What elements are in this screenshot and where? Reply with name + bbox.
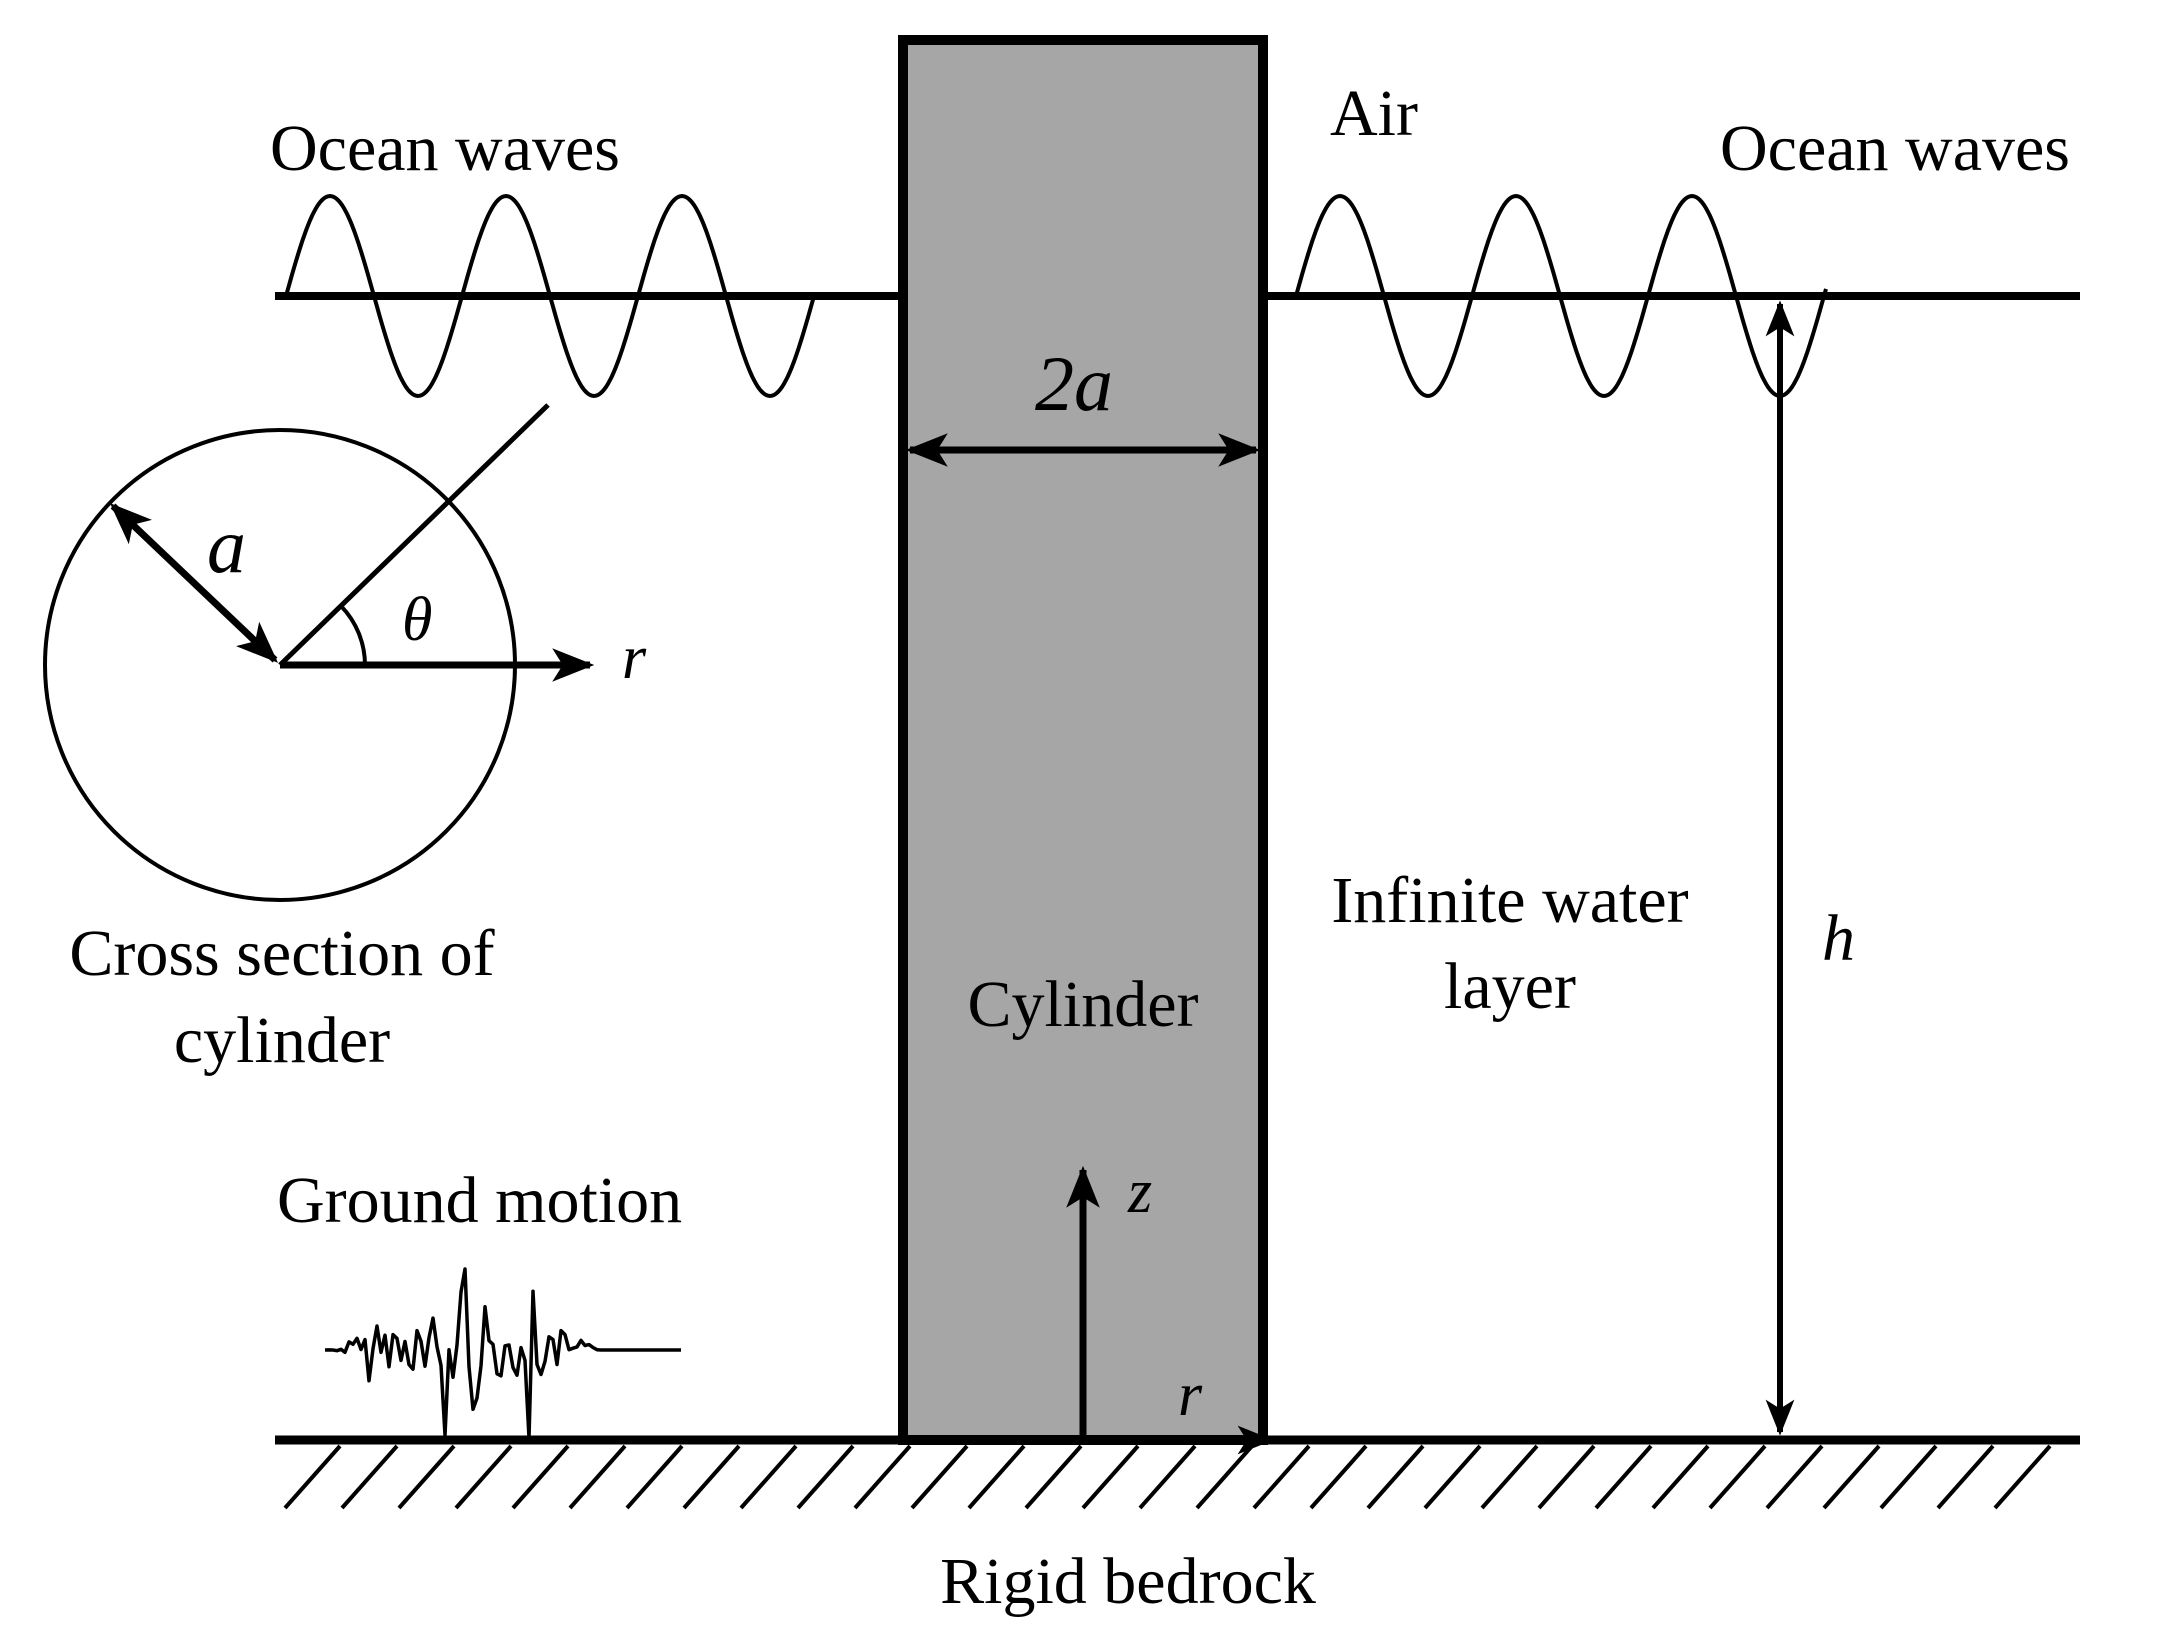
cross-section-label-line2: cylinder bbox=[174, 1004, 390, 1077]
air-label: Air bbox=[1330, 77, 1418, 150]
cross-section-label-line1: Cross section of bbox=[69, 917, 494, 990]
hatch-line bbox=[1765, 1444, 1824, 1510]
water-layer-label-line1: Infinite water bbox=[1331, 864, 1688, 937]
hatch-line bbox=[682, 1444, 741, 1510]
height-label: h bbox=[1822, 902, 1855, 975]
radius-arrow bbox=[109, 503, 279, 663]
hatch-line bbox=[454, 1444, 513, 1510]
ocean-waves-left-label: Ocean waves bbox=[270, 112, 620, 185]
ocean-waves-right-label: Ocean waves bbox=[1720, 112, 2070, 185]
hatch-line bbox=[1024, 1444, 1083, 1510]
hatch-line bbox=[1309, 1444, 1368, 1510]
ground-motion-signal bbox=[324, 1267, 681, 1440]
water-layer-label-line2: layer bbox=[1444, 950, 1576, 1023]
ocean-wave-right bbox=[1294, 193, 1828, 399]
bedrock-label: Rigid bedrock bbox=[940, 1545, 1316, 1618]
hatch-line bbox=[739, 1444, 798, 1510]
hatch-line bbox=[1537, 1444, 1596, 1510]
r-base-label: r bbox=[1178, 1361, 1203, 1429]
hatch-line bbox=[1138, 1444, 1197, 1510]
hatch-line bbox=[625, 1444, 684, 1510]
hatch-line bbox=[1423, 1444, 1482, 1510]
hatch-line bbox=[796, 1444, 855, 1510]
ground-motion-label: Ground motion bbox=[277, 1164, 682, 1237]
hatch-line bbox=[853, 1444, 912, 1510]
hatch-line bbox=[1822, 1444, 1881, 1510]
hatch-line bbox=[1879, 1444, 1938, 1510]
bedrock-hatching bbox=[283, 1444, 2052, 1510]
hatch-line bbox=[1936, 1444, 1995, 1510]
angle-ray bbox=[278, 403, 550, 667]
cylinder-label: Cylinder bbox=[968, 968, 1199, 1041]
theta-arc bbox=[339, 604, 367, 666]
hatch-line bbox=[1651, 1444, 1710, 1510]
hatch-line bbox=[1594, 1444, 1653, 1510]
r-circle-label: r bbox=[622, 624, 647, 692]
hatch-line bbox=[511, 1444, 570, 1510]
hatch-line bbox=[967, 1444, 1026, 1510]
hatch-line bbox=[1480, 1444, 1539, 1510]
hatch-line bbox=[340, 1444, 399, 1510]
hatch-line bbox=[910, 1444, 969, 1510]
z-label: z bbox=[1127, 1158, 1152, 1226]
hatch-line bbox=[1366, 1444, 1425, 1510]
radius-label: a bbox=[207, 502, 246, 589]
hatch-line bbox=[283, 1444, 342, 1510]
hatch-line bbox=[397, 1444, 456, 1510]
hatch-line bbox=[1993, 1444, 2052, 1510]
ocean-wave-left bbox=[284, 193, 816, 399]
theta-label: θ bbox=[402, 586, 432, 654]
hatch-line bbox=[1252, 1444, 1311, 1510]
hatch-line bbox=[568, 1444, 627, 1510]
hatch-line bbox=[1708, 1444, 1767, 1510]
hatch-line bbox=[1195, 1444, 1254, 1510]
hatch-line bbox=[1081, 1444, 1140, 1510]
width-label: 2a bbox=[1035, 340, 1113, 427]
